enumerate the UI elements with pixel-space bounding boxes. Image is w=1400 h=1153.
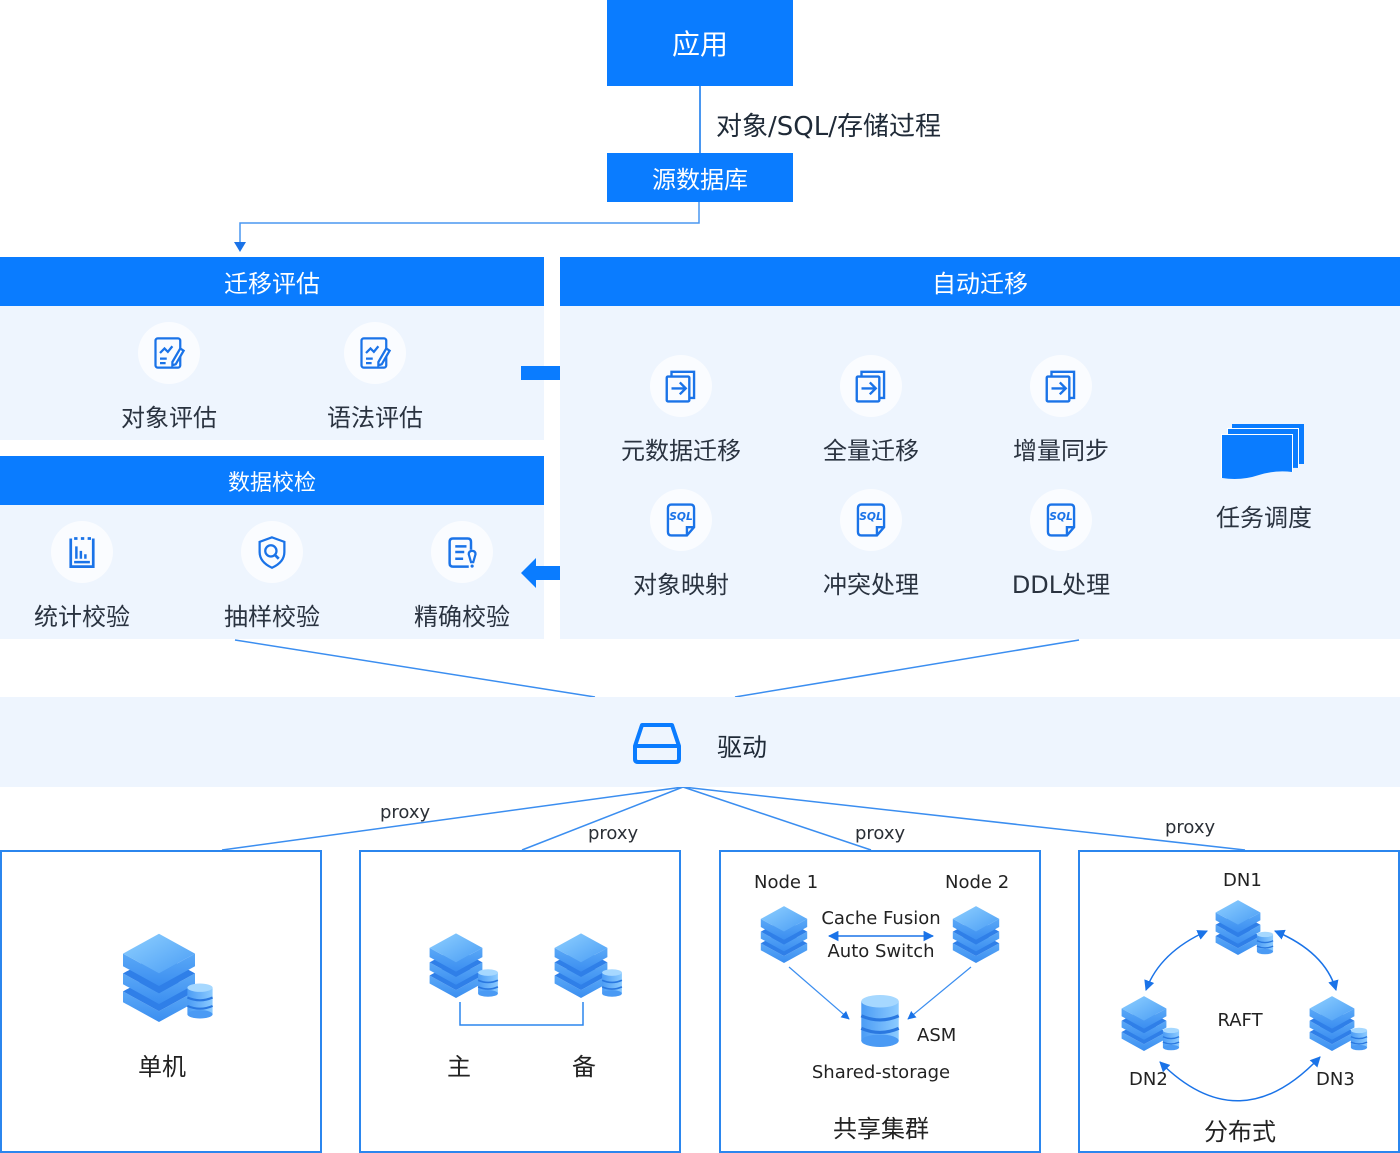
- arrow-left-icon: [521, 558, 583, 588]
- assessment-header: 迁移评估: [0, 257, 544, 306]
- verification-item-statistic: 统计校验: [0, 521, 172, 632]
- verification-title: 数据校检: [227, 470, 316, 496]
- proxy-label-primary-standby: proxy: [588, 823, 639, 844]
- item-label: 冲突处理: [823, 571, 919, 599]
- primary-label: 主: [447, 1053, 471, 1081]
- app-box: 应用: [607, 0, 793, 86]
- item-label: 增量同步: [1013, 437, 1109, 465]
- standalone-title: 单机: [138, 1053, 186, 1081]
- migration-item-conflict: 冲突处理: [781, 489, 961, 600]
- dn2-label: DN2: [1129, 1069, 1168, 1090]
- source-db-label: 源数据库: [652, 166, 748, 194]
- app-label: 应用: [671, 28, 728, 61]
- shared-cluster-box: Node 1 Node 2 Cache Fusion Auto Switch A…: [719, 850, 1041, 1153]
- edge-label: 对象/SQL/存储过程: [716, 112, 941, 142]
- item-label: 全量迁移: [823, 437, 919, 465]
- node1-label: Node 1: [754, 872, 819, 893]
- migration-item-incremental: 增量同步: [971, 355, 1151, 466]
- verification-item-sampling: 抽样校验: [182, 521, 362, 632]
- assessment-item-object: 对象评估: [79, 322, 259, 433]
- migration-item-full: 全量迁移: [781, 355, 961, 466]
- db-to-assessment-connector: [234, 202, 700, 252]
- app-to-db-line: [699, 86, 701, 153]
- standby-label: 备: [572, 1053, 596, 1081]
- stacked-docs-icon: [1221, 424, 1304, 479]
- source-db-box: 源数据库: [607, 153, 793, 202]
- item-label: 抽样校验: [224, 603, 320, 631]
- proxy-label-distributed: proxy: [1165, 817, 1216, 838]
- item-label: DDL处理: [1011, 571, 1111, 599]
- proxy-label-shared-cluster: proxy: [855, 823, 906, 844]
- shared-storage-icon: [859, 995, 901, 1047]
- driver-bar: [0, 697, 1400, 787]
- migration-item-ddl: DDL处理: [971, 489, 1151, 600]
- migration-item-object-mapping: 对象映射: [591, 489, 771, 600]
- assessment-title: 迁移评估: [224, 270, 320, 298]
- primary-standby-box: 主 备: [359, 850, 681, 1153]
- raft-label: RAFT: [1217, 1010, 1263, 1031]
- arrow-right-icon: [521, 358, 583, 388]
- item-label: 语法评估: [327, 404, 423, 432]
- assessment-item-syntax: 语法评估: [285, 322, 465, 433]
- shared-cluster-title: 共享集群: [833, 1115, 929, 1143]
- item-label: 任务调度: [1216, 504, 1312, 532]
- raft-links: [1144, 929, 1339, 1102]
- asm-label: ASM: [917, 1025, 957, 1046]
- auto-migration-title: 自动迁移: [932, 270, 1028, 298]
- node2-label: Node 2: [945, 872, 1010, 893]
- shared-storage-label: Shared-storage: [811, 1062, 951, 1083]
- distributed-title: 分布式: [1204, 1118, 1276, 1146]
- item-label: 精确校验: [414, 603, 510, 631]
- dn1-label: DN1: [1223, 870, 1262, 891]
- proxy-label-standalone: proxy: [380, 802, 431, 823]
- verification-item-exact: 精确校验: [372, 521, 552, 632]
- item-label: 对象评估: [121, 404, 217, 432]
- migration-item-metadata: 元数据迁移: [591, 355, 771, 466]
- item-label: 对象映射: [633, 571, 729, 599]
- auto-migration-header: 自动迁移: [560, 257, 1400, 306]
- distributed-box: DN1 RAFT DN2 DN3 分布式: [1078, 850, 1400, 1153]
- dn3-label: DN3: [1316, 1069, 1355, 1090]
- migration-item-scheduler: 任务调度: [1174, 422, 1354, 533]
- verification-header: 数据校检: [0, 456, 544, 505]
- auto-switch-label: Auto Switch: [827, 941, 935, 962]
- driver-label: 驱动: [717, 733, 768, 762]
- database-icon: [186, 982, 214, 1020]
- item-label: 元数据迁移: [621, 437, 741, 465]
- cache-fusion-label: Cache Fusion: [821, 908, 941, 929]
- replication-link: [459, 1002, 584, 1026]
- drive-icon: [633, 723, 681, 764]
- item-label: 统计校验: [34, 603, 130, 631]
- standalone-box: 单机: [0, 850, 322, 1153]
- cluster-links: [788, 930, 972, 1020]
